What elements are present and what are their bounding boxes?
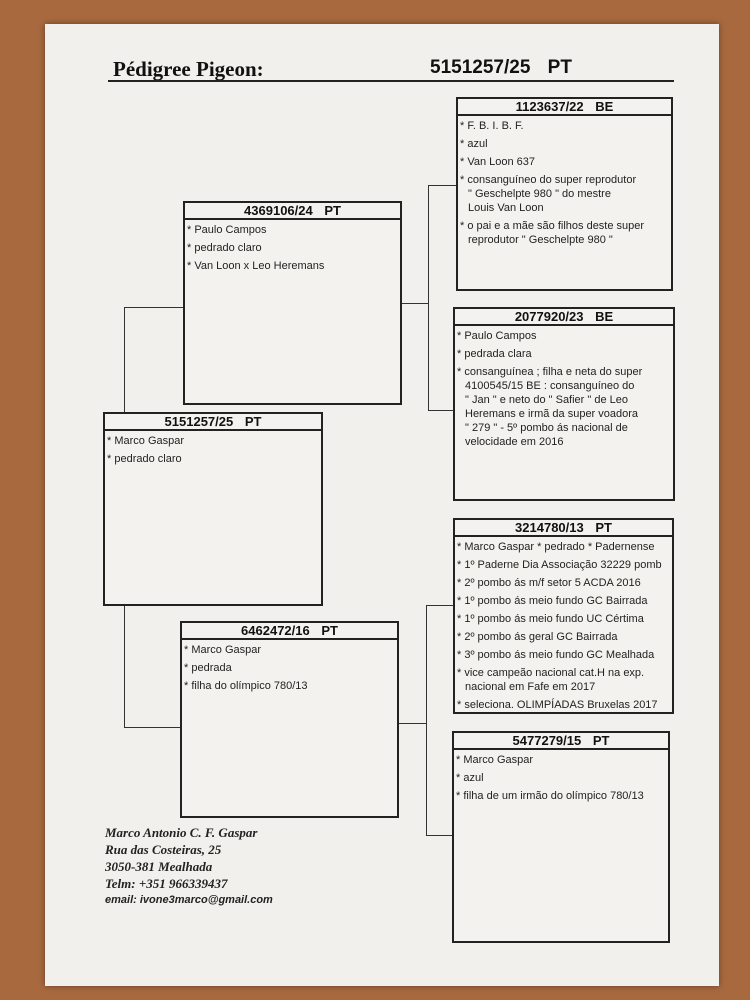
- sire-sire-box: 1123637/22 BE * F. B. I. B. F. * azul * …: [456, 97, 673, 291]
- connector-line: [428, 410, 453, 411]
- info-line: " Jan " e neto do " Safier " de Leo: [465, 394, 629, 406]
- info-line: * azul: [456, 772, 484, 784]
- connector-line: [426, 605, 427, 835]
- info-line: * azul: [460, 138, 488, 150]
- ring-number: 3214780/13 PT: [455, 520, 672, 537]
- info-line: * consanguíneo do super reprodutor: [460, 174, 637, 186]
- info-line: * F. B. I. B. F.: [460, 120, 524, 132]
- dam-sire-box: 3214780/13 PT * Marco Gaspar * pedrado *…: [453, 518, 674, 714]
- info-line: * Marco Gaspar: [107, 435, 185, 447]
- info-line: * o pai e a mãe são filhos deste super: [460, 220, 645, 232]
- sire-dam-box: 2077920/23 BE * Paulo Campos * pedrada c…: [453, 307, 675, 501]
- info-line: * Paulo Campos: [457, 330, 537, 342]
- ring-number: 1123637/22 BE: [458, 99, 671, 116]
- connector-line: [426, 835, 452, 836]
- info-line: * seleciona. OLIMPÍADAS Bruxelas 2017: [457, 699, 658, 711]
- info-line: * pedrado claro: [107, 453, 182, 465]
- info-line: " Geschelpte 980 " do mestre: [468, 188, 611, 200]
- info-line: * Marco Gaspar: [456, 754, 534, 766]
- info-line: * 1º Paderne Dia Associação 32229 pomb: [457, 559, 662, 571]
- connector-line: [124, 307, 183, 308]
- info-line: * Marco Gaspar * pedrado * Padernense: [457, 541, 655, 553]
- page-title: Pédigree Pigeon:: [113, 57, 264, 81]
- info-line: velocidade em 2016: [465, 436, 564, 448]
- owner-street: Rua das Costeiras, 25: [105, 842, 222, 857]
- info-line: * vice campeão nacional cat.H na exp.: [457, 667, 645, 679]
- info-line: * consanguínea ; filha e neta do super: [457, 366, 643, 378]
- connector-line: [124, 727, 180, 728]
- info-line: * pedrado claro: [187, 242, 262, 254]
- info-line: * filha de um irmão do olímpico 780/13: [456, 790, 644, 802]
- owner-address: Marco Antonio C. F. Gaspar Rua das Coste…: [105, 824, 273, 909]
- info-line: * 1º pombo ás meio fundo UC Cértima: [457, 613, 644, 625]
- info-line: * 2º pombo ás geral GC Bairrada: [457, 631, 618, 643]
- info-line: * Van Loon 637: [460, 156, 536, 168]
- info-line: * pedrada clara: [457, 348, 532, 360]
- info-line: * 3º pombo ás meio fundo GC Mealhada: [457, 649, 655, 661]
- owner-phone: Telm: +351 966339437: [105, 876, 228, 891]
- subject-pigeon-box: 5151257/25 PT * Marco Gaspar * pedrado cl…: [103, 412, 323, 606]
- info-line: * filha do olímpico 780/13: [184, 680, 308, 692]
- connector-line: [428, 185, 429, 410]
- info-line: Heremans e irmã da super voadora: [465, 408, 639, 420]
- info-line: * Van Loon x Leo Heremans: [187, 260, 325, 272]
- info-line: reprodutor " Geschelpte 980 ": [468, 234, 613, 246]
- connector-line: [401, 303, 428, 304]
- info-line: nacional em Fafe em 2017: [465, 681, 596, 693]
- info-line: * 2º pombo ás m/f setor 5 ACDA 2016: [457, 577, 641, 589]
- connector-line: [398, 723, 426, 724]
- info-line: * pedrada: [184, 662, 232, 674]
- info-line: " 279 " - 5º pombo ás nacional de: [465, 422, 628, 434]
- info-line: Louis Van Loon: [468, 202, 544, 214]
- owner-email: email: ivone3marco@gmail.com: [105, 894, 273, 906]
- owner-city: 3050-381 Mealhada: [105, 859, 213, 874]
- info-line: 4100545/15 BE : consanguíneo do: [465, 380, 635, 392]
- dam-box: 6462472/16 PT * Marco Gaspar * pedrada * f…: [180, 621, 399, 818]
- info-line: * Paulo Campos: [187, 224, 267, 236]
- owner-name: Marco Antonio C. F. Gaspar: [105, 825, 258, 840]
- connector-line: [426, 605, 453, 606]
- info-line: * Marco Gaspar: [184, 644, 262, 656]
- ring-number: 5477279/15 PT: [454, 733, 668, 750]
- ring-number: 2077920/23 BE: [455, 309, 673, 326]
- ring-number: 4369106/24 PT: [185, 203, 400, 220]
- header-divider: [108, 80, 674, 82]
- connector-line: [124, 307, 125, 412]
- ring-number: 5151257/25 PT: [105, 414, 321, 431]
- ring-number: 6462472/16 PT: [182, 623, 397, 640]
- connector-line: [428, 185, 456, 186]
- dam-dam-box: 5477279/15 PT * Marco Gaspar * azul * fi…: [452, 731, 670, 943]
- info-line: * 1º pombo ás meio fundo GC Bairrada: [457, 595, 648, 607]
- header-ring-number: 5151257/25 PT: [430, 57, 572, 78]
- connector-line: [124, 605, 125, 727]
- sire-box: 4369106/24 PT * Paulo Campos * pedrado cl…: [183, 201, 402, 405]
